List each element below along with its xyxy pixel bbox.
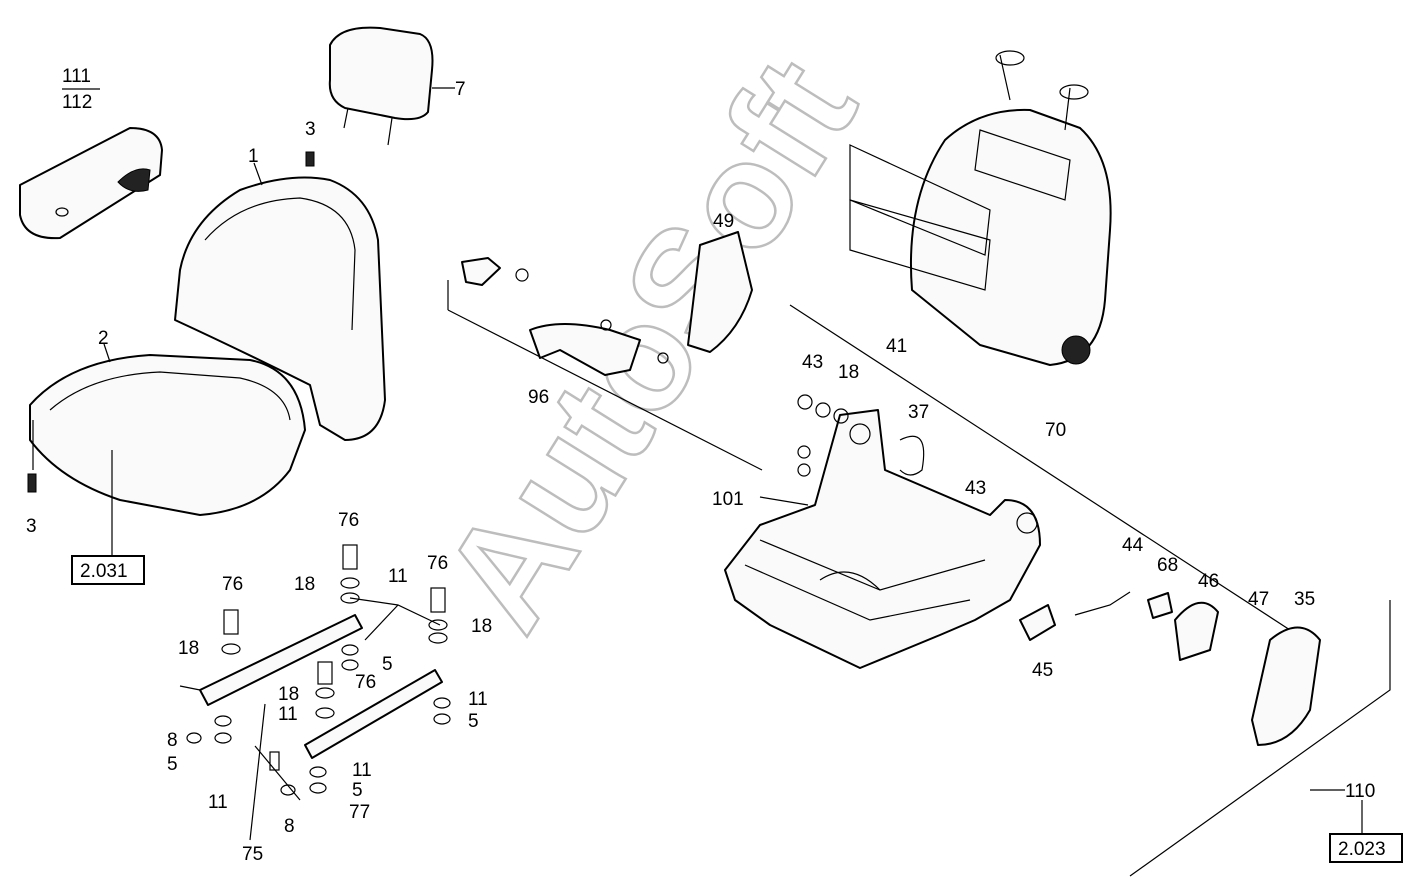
nut-icon <box>797 394 813 410</box>
callout-18: 18 <box>294 574 315 595</box>
callout-7: 7 <box>455 79 466 100</box>
reference-label-left[interactable]: 2.031 <box>80 561 128 582</box>
callout-5: 5 <box>382 654 393 675</box>
callout-43: 43 <box>965 478 986 499</box>
washer-icon <box>815 402 831 418</box>
callout-112: 112 <box>62 92 92 113</box>
callout-76: 76 <box>427 553 448 574</box>
callout-18: 18 <box>178 638 199 659</box>
callout-77: 77 <box>349 802 370 823</box>
callout-3: 3 <box>305 119 316 140</box>
armrest-part <box>19 127 163 240</box>
callout-2: 2 <box>98 328 109 349</box>
fastener-set <box>186 544 451 796</box>
callout-76: 76 <box>355 672 376 693</box>
callout-5: 5 <box>352 780 363 801</box>
callout-46: 46 <box>1198 571 1219 592</box>
back-frame-part <box>849 50 1112 366</box>
callout-75: 75 <box>242 844 263 865</box>
callout-96: 96 <box>528 387 549 408</box>
callout-47: 47 <box>1248 589 1269 610</box>
plate-part <box>1174 601 1219 661</box>
callout-5: 5 <box>167 754 178 775</box>
callout-11: 11 <box>468 689 488 710</box>
callout-101: 101 <box>712 489 744 510</box>
reference-box <box>1329 833 1403 863</box>
callout-43: 43 <box>802 352 823 373</box>
callout-45: 45 <box>1032 660 1053 681</box>
callout-5: 5 <box>468 711 479 732</box>
callout-35: 35 <box>1294 589 1315 610</box>
callout-70: 70 <box>1045 420 1066 441</box>
callout-11: 11 <box>388 566 408 587</box>
callout-11: 11 <box>208 792 228 813</box>
cushion-part <box>27 343 306 556</box>
callout-37: 37 <box>908 402 929 423</box>
lever-part <box>1019 604 1056 641</box>
callout-41: 41 <box>886 336 907 357</box>
callout-110: 110 <box>1345 781 1375 802</box>
callout-3: 3 <box>26 516 37 537</box>
backrest-part <box>174 151 386 441</box>
handle-part <box>1147 592 1173 619</box>
callout-18: 18 <box>471 616 492 637</box>
callout-49: 49 <box>713 211 734 232</box>
callout-11: 11 <box>278 704 298 725</box>
callout-44: 44 <box>1122 535 1144 556</box>
callout-8: 8 <box>167 730 178 751</box>
headrest-part <box>328 26 455 146</box>
belt-part <box>447 257 763 471</box>
washer-icon <box>833 408 849 424</box>
callout-11: 11 <box>352 760 372 781</box>
reference-label-right[interactable]: 2.023 <box>1338 839 1386 860</box>
side-cover-part <box>687 231 753 353</box>
callout-18: 18 <box>838 362 859 383</box>
rail-left-part <box>179 614 443 759</box>
reference-box <box>71 555 145 585</box>
callout-76: 76 <box>338 510 359 531</box>
callout-8: 8 <box>284 816 295 837</box>
seat-base-part <box>724 409 1041 669</box>
callout-111: 111 <box>62 66 91 87</box>
callout-1: 1 <box>248 146 259 167</box>
callout-18: 18 <box>278 684 299 705</box>
callout-68: 68 <box>1157 555 1178 576</box>
side-trim-part <box>1251 626 1321 746</box>
callout-76: 76 <box>222 574 243 595</box>
